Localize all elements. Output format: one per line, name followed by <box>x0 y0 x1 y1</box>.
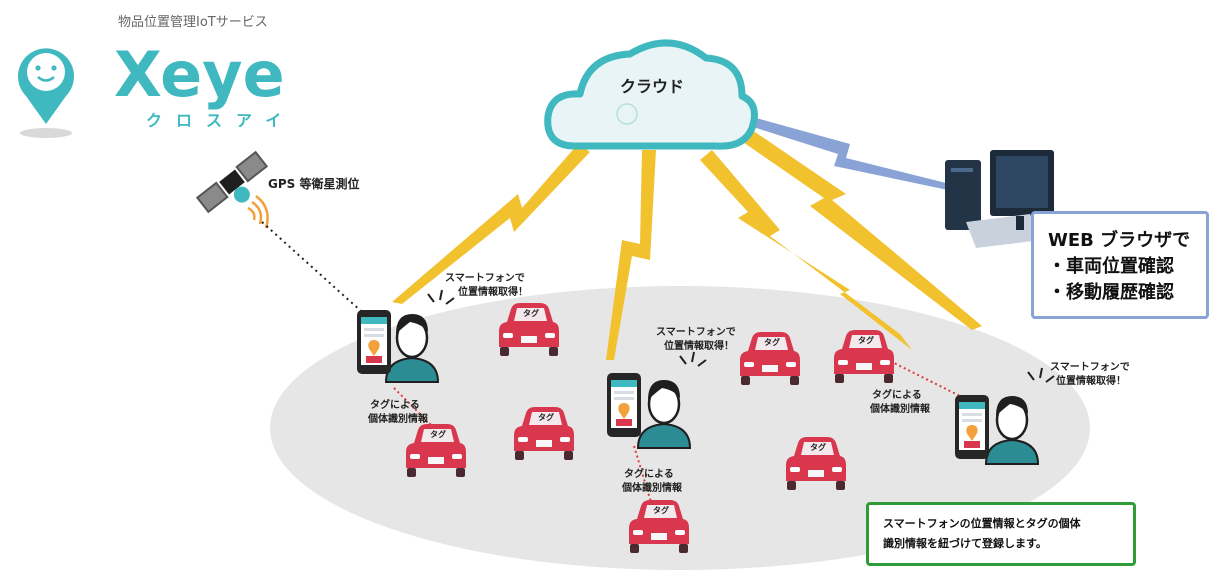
phone-caption-line: スマートフォンで <box>656 326 736 338</box>
phone-caption-line: 位置情報取得！ <box>1056 374 1126 387</box>
tag-caption-line: タグによる <box>624 467 674 480</box>
satellite-icon <box>195 150 269 214</box>
lightning-links <box>392 130 982 360</box>
tag-caption-line: 個体識別情報 <box>367 412 429 425</box>
computer-icon <box>945 150 1054 248</box>
tag-caption-line: タグによる <box>370 398 420 411</box>
cloud-icon <box>544 39 758 150</box>
tag-caption: タグによる 個体識別情報 <box>621 467 683 494</box>
note-line: スマートフォンの位置情報とタグの個体 <box>883 517 1081 530</box>
cloud-label: クラウド <box>620 77 684 96</box>
tag-caption-line: タグによる <box>872 388 922 401</box>
gps-signal-line <box>261 221 363 313</box>
phone-caption-line: スマートフォンで <box>1050 361 1130 373</box>
xeye-logo-icon <box>18 48 75 138</box>
tag-caption-line: 個体識別情報 <box>869 402 931 415</box>
tag-caption: タグによる 個体識別情報 <box>869 388 931 415</box>
note-box: スマートフォンの位置情報とタグの個体 識別情報を紐づけて登録します。 <box>866 502 1136 566</box>
car-tags: タグ タグ タグ タグ タグ タグ タグ <box>430 308 874 515</box>
car-tag-label: タグ <box>858 335 874 345</box>
web-box-item: ・車両位置確認 <box>1048 256 1174 277</box>
web-link <box>750 118 950 190</box>
car-tag-label: タグ <box>538 412 554 422</box>
logo-tagline: 物品位置管理IoTサービス <box>118 15 268 30</box>
car-tag-label: タグ <box>764 337 780 347</box>
logo-wordmark: Xeye <box>114 38 285 111</box>
web-box-item: ・移動履歴確認 <box>1048 282 1174 303</box>
car-tag-label: タグ <box>810 442 826 452</box>
car-tag-label: タグ <box>653 505 669 515</box>
car-tag-label: タグ <box>523 308 539 318</box>
web-box-title: WEB ブラウザで <box>1048 230 1191 251</box>
car-tag-label: タグ <box>430 429 446 439</box>
web-browser-box: WEB ブラウザで ・車両位置確認 ・移動履歴確認 <box>1031 211 1209 319</box>
gps-label: GPS 等衛星測位 <box>268 176 359 191</box>
tag-caption-line: 個体識別情報 <box>621 481 683 494</box>
tag-caption: タグによる 個体識別情報 <box>367 398 429 425</box>
phone-caption: スマートフォンで 位置情報取得！ <box>445 272 528 298</box>
phone-caption-line: 位置情報取得！ <box>458 285 528 298</box>
signal-waves-icon <box>247 195 269 229</box>
logo-kana: クロスアイ <box>146 111 295 130</box>
phone-caption-line: スマートフォンで <box>445 272 525 284</box>
phone-caption-line: 位置情報取得！ <box>664 339 734 352</box>
phone-caption: スマートフォンで 位置情報取得！ <box>656 326 736 352</box>
phone-caption: スマートフォンで 位置情報取得！ <box>1050 361 1130 387</box>
note-line: 識別情報を紐づけて登録します。 <box>883 537 1047 550</box>
